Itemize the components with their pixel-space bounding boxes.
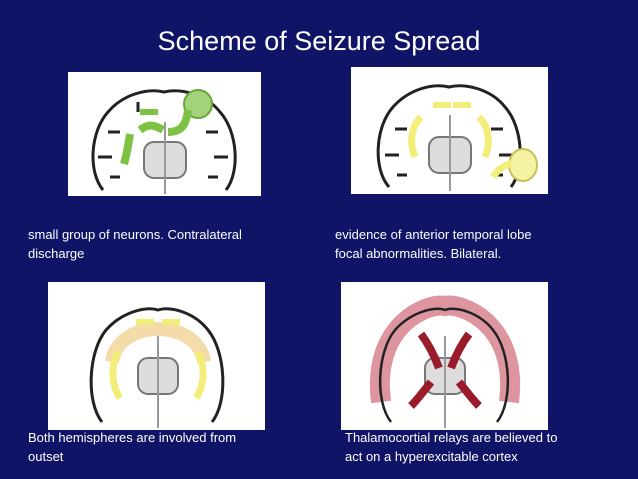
spread-arrow: [476, 114, 492, 159]
caption-line: discharge: [28, 246, 85, 261]
diagram-panel-temporal: [351, 67, 548, 194]
spread-arrow: [408, 114, 424, 159]
relay-arrow: [447, 331, 473, 370]
brain-outline: [89, 307, 225, 423]
panel-caption-thalamocortical: Thalamocortial relays are believed to ac…: [345, 428, 635, 466]
spread-arrow: [120, 133, 134, 166]
spread-band: [105, 322, 211, 364]
brain-outline: [376, 84, 522, 188]
panel-caption-focal: small group of neurons. Contralateral di…: [28, 225, 308, 263]
spread-arrow: [192, 350, 207, 400]
spread-arrow: [137, 121, 166, 134]
brain-folds: [98, 102, 228, 179]
spread-arrow: [109, 350, 124, 400]
spread-arrow: [490, 159, 513, 179]
caption-line: outset: [28, 449, 64, 464]
diagram-panel-thalamocortical: [341, 282, 548, 430]
caption-line: focal abnormalities. Bilateral.: [335, 246, 502, 261]
brain-outline: [91, 89, 237, 191]
caption-line: evidence of anterior temporal lobe: [335, 227, 532, 242]
caption-line: small group of neurons. Contralateral: [28, 227, 242, 242]
diagram-panel-bilateral: [48, 282, 265, 430]
spread-arrow: [167, 109, 192, 136]
brain-diagram-temporal: [376, 84, 538, 191]
brain-diagram-bilateral: [89, 307, 225, 428]
panel-caption-temporal: evidence of anterior temporal lobe focal…: [335, 225, 635, 263]
brain-diagram-thalamocortical: [369, 295, 521, 428]
panel-caption-bilateral: Both hemispheres are involved from outse…: [28, 428, 318, 466]
caption-line: Both hemispheres are involved from: [28, 430, 237, 445]
brain-diagram-focal: [91, 89, 237, 194]
brain-folds: [385, 127, 513, 177]
brain-outline: [378, 307, 510, 423]
caption-line: Thalamocortial relays are believed to: [345, 430, 558, 445]
relay-arrow: [417, 331, 443, 370]
diagram-panel-focal: [68, 72, 261, 196]
focus-circle: [508, 148, 538, 182]
relay-arrow: [455, 379, 482, 409]
slide-title: Scheme of Seizure Spread: [157, 26, 481, 56]
relay-arrow: [408, 379, 435, 409]
caption-line: act on a hyperexcitable cortex: [345, 449, 518, 464]
